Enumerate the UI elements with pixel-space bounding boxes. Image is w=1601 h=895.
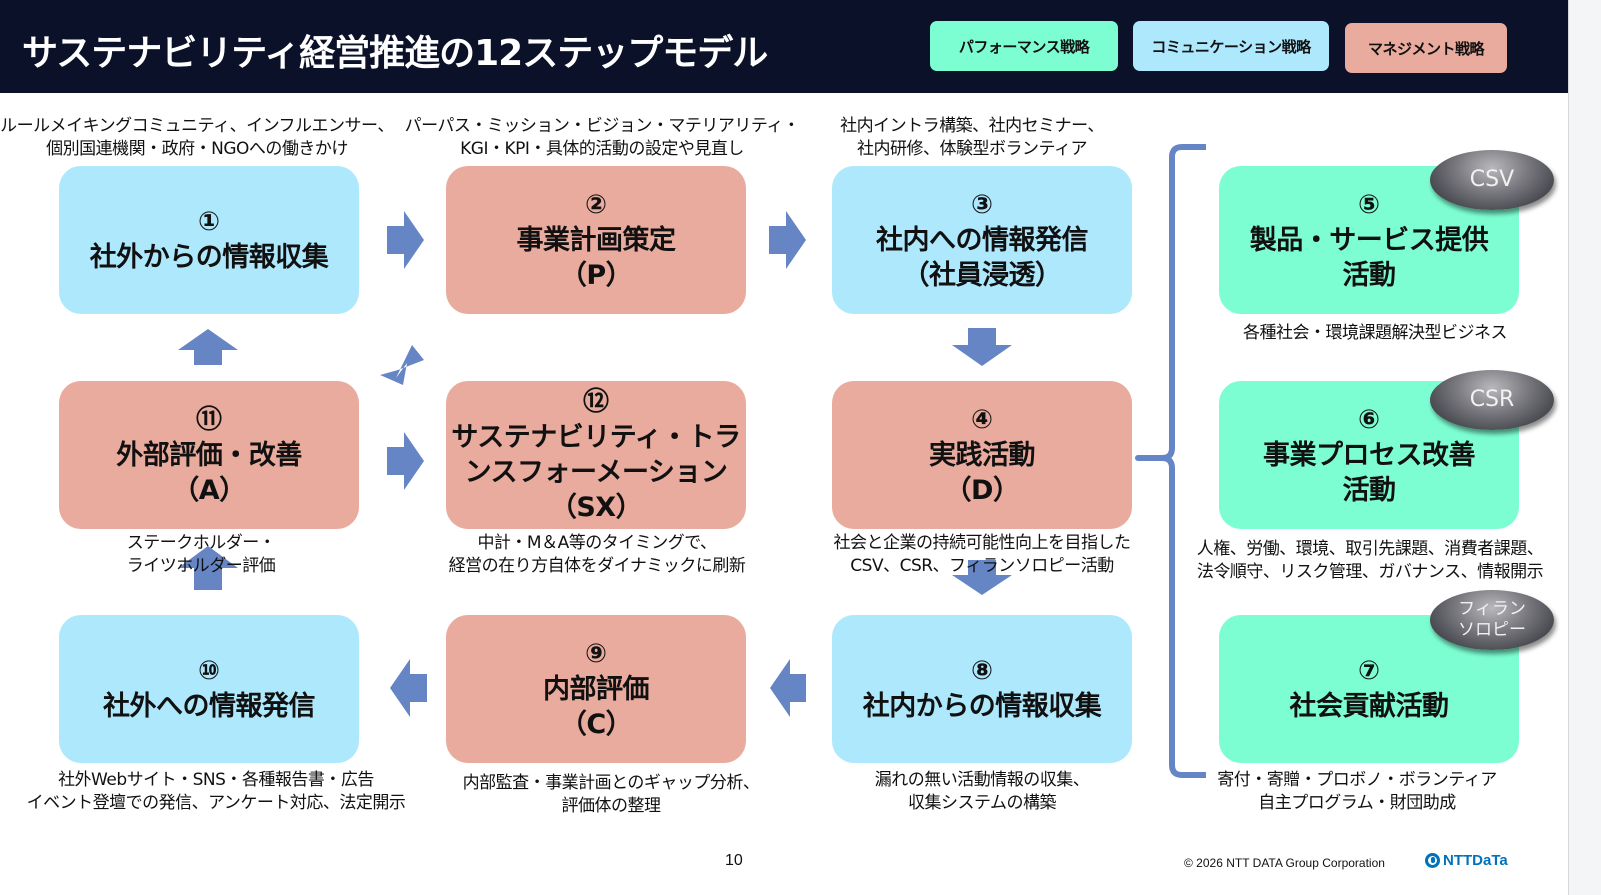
- step-label: 社外からの情報収集: [89, 242, 329, 273]
- step-number: ⑥: [1357, 404, 1380, 435]
- caption-step-10: 社外Webサイト・SNS・各種報告書・広告 イベント登壇での発信、アンケート対応…: [26, 770, 406, 813]
- caption-step-5: 各種社会・環境課題解決型ビジネス: [1243, 323, 1508, 343]
- step-label: 内部評価 （C）: [543, 673, 650, 740]
- arrow-left-8-9: [770, 659, 806, 717]
- arrow-diag-12-2: [380, 345, 424, 385]
- caption-step-3: 社内イントラ構築、社内セミナー、 社内研修、体験型ボランティア: [840, 116, 1104, 159]
- page-number: 10: [725, 852, 743, 869]
- bracket: [1135, 144, 1206, 778]
- page-title: サステナビリティ経営推進の12ステップモデル: [22, 33, 768, 74]
- step-label: 事業プロセス改善 活動: [1263, 439, 1476, 506]
- caption-step-7: 寄付・寄贈・プロボノ・ボランティア 自主プログラム・財団助成: [1217, 770, 1497, 813]
- caption-step-4: 社会と企業の持続可能性向上を目指した CSV、CSR、フィランソロピー活動: [833, 533, 1132, 576]
- caption-step-12: 中計・M＆A等のタイミングで、 経営の在り方自体をダイナミックに刷新: [448, 533, 746, 576]
- step-1-box[interactable]: ① 社外からの情報収集: [59, 166, 359, 314]
- step-label: 事業計画策定 （P）: [516, 224, 677, 291]
- step-2-box[interactable]: ② 事業計画策定 （P）: [446, 166, 746, 314]
- step-3-box[interactable]: ③ 社内への情報発信 （社員浸透）: [832, 166, 1132, 314]
- step-label: 製品・サービス提供 活動: [1249, 224, 1489, 291]
- badge-csr: CSR: [1430, 370, 1554, 430]
- step-number: ⑫: [582, 387, 609, 417]
- step-number: ⑩: [197, 656, 220, 686]
- step-label: 外部評価・改善 （A）: [116, 439, 302, 506]
- legend-performance-strategy: パフォーマンス戦略: [930, 21, 1118, 71]
- step-label: 社外への情報発信: [103, 691, 316, 722]
- arrow-right-2-3: [769, 211, 806, 269]
- step-number: ③: [970, 189, 993, 220]
- copyright: © 2026 NTT DATA Group Corporation: [1184, 856, 1385, 870]
- right-edge-strip: [1568, 0, 1601, 895]
- step-label: 実践活動 （D）: [929, 439, 1036, 506]
- arrow-up-11-1: [178, 329, 238, 365]
- caption-step-8: 漏れの無い活動情報の収集、 収集システムの構築: [874, 770, 1090, 813]
- step-label: 社会貢献活動: [1289, 691, 1450, 722]
- badge-philanthropy: フィラン ソロピー: [1430, 590, 1554, 650]
- arrow-right-11-12: [387, 432, 424, 490]
- logo-text: NTTDaTa: [1443, 852, 1508, 869]
- step-number: ②: [584, 189, 607, 220]
- caption-step-2: パーパス・ミッション・ビジョン・マテリアリティ・ KGI・KPI・具体的活動の設…: [404, 116, 800, 159]
- ntt-data-logo: NTTDaTa: [1425, 852, 1508, 869]
- step-number: ④: [970, 404, 993, 435]
- step-number: ⑧: [970, 656, 993, 686]
- step-10-box[interactable]: ⑩ 社外への情報発信: [59, 615, 359, 763]
- caption-step-6: 人権、労働、環境、取引先課題、消費者課題、 法令順守、リスク管理、ガバナンス、情…: [1196, 539, 1544, 582]
- step-4-box[interactable]: ④ 実践活動 （D）: [832, 381, 1132, 529]
- arrow-left-9-10: [390, 659, 427, 717]
- caption-step-1: ルールメイキングコミュニティ、インフルエンサー、 個別国連機関・政府・NGOへの…: [0, 116, 394, 159]
- caption-step-11: ステークホルダー・ ライツホルダー評価: [126, 533, 276, 576]
- step-11-box[interactable]: ⑪ 外部評価・改善 （A）: [59, 381, 359, 529]
- arrow-down-3-4: [952, 328, 1012, 366]
- step-5-box[interactable]: ⑤ 製品・サービス提供 活動: [1219, 166, 1519, 314]
- caption-step-9: 内部監査・事業計画とのギャップ分析、 評価体の整理: [462, 773, 760, 816]
- step-8-box[interactable]: ⑧ 社内からの情報収集: [832, 615, 1132, 763]
- step-12-box[interactable]: ⑫ サステナビリティ・トラ ンスフォーメーション （SX）: [446, 381, 746, 529]
- legend-management-strategy: マネジメント戦略: [1345, 23, 1507, 73]
- header-bar: サステナビリティ経営推進の12ステップモデル パフォーマンス戦略 コミュニケーシ…: [0, 0, 1568, 93]
- step-label: 社内への情報発信 （社員浸透）: [876, 224, 1089, 291]
- step-number: ⑨: [584, 638, 607, 669]
- legend-communication-strategy: コミュニケーション戦略: [1133, 21, 1329, 71]
- step-9-box[interactable]: ⑨ 内部評価 （C）: [446, 615, 746, 763]
- ntt-logo-icon: [1425, 853, 1440, 868]
- step-label: サステナビリティ・トラ ンスフォーメーション （SX）: [451, 422, 741, 523]
- badge-csv: CSV: [1430, 150, 1554, 210]
- step-number: ⑦: [1357, 656, 1380, 686]
- step-number: ⑤: [1357, 189, 1380, 220]
- step-label: 社内からの情報収集: [862, 691, 1102, 722]
- step-number: ①: [197, 207, 220, 237]
- arrow-right-1-2: [387, 211, 424, 269]
- step-number: ⑪: [195, 404, 222, 435]
